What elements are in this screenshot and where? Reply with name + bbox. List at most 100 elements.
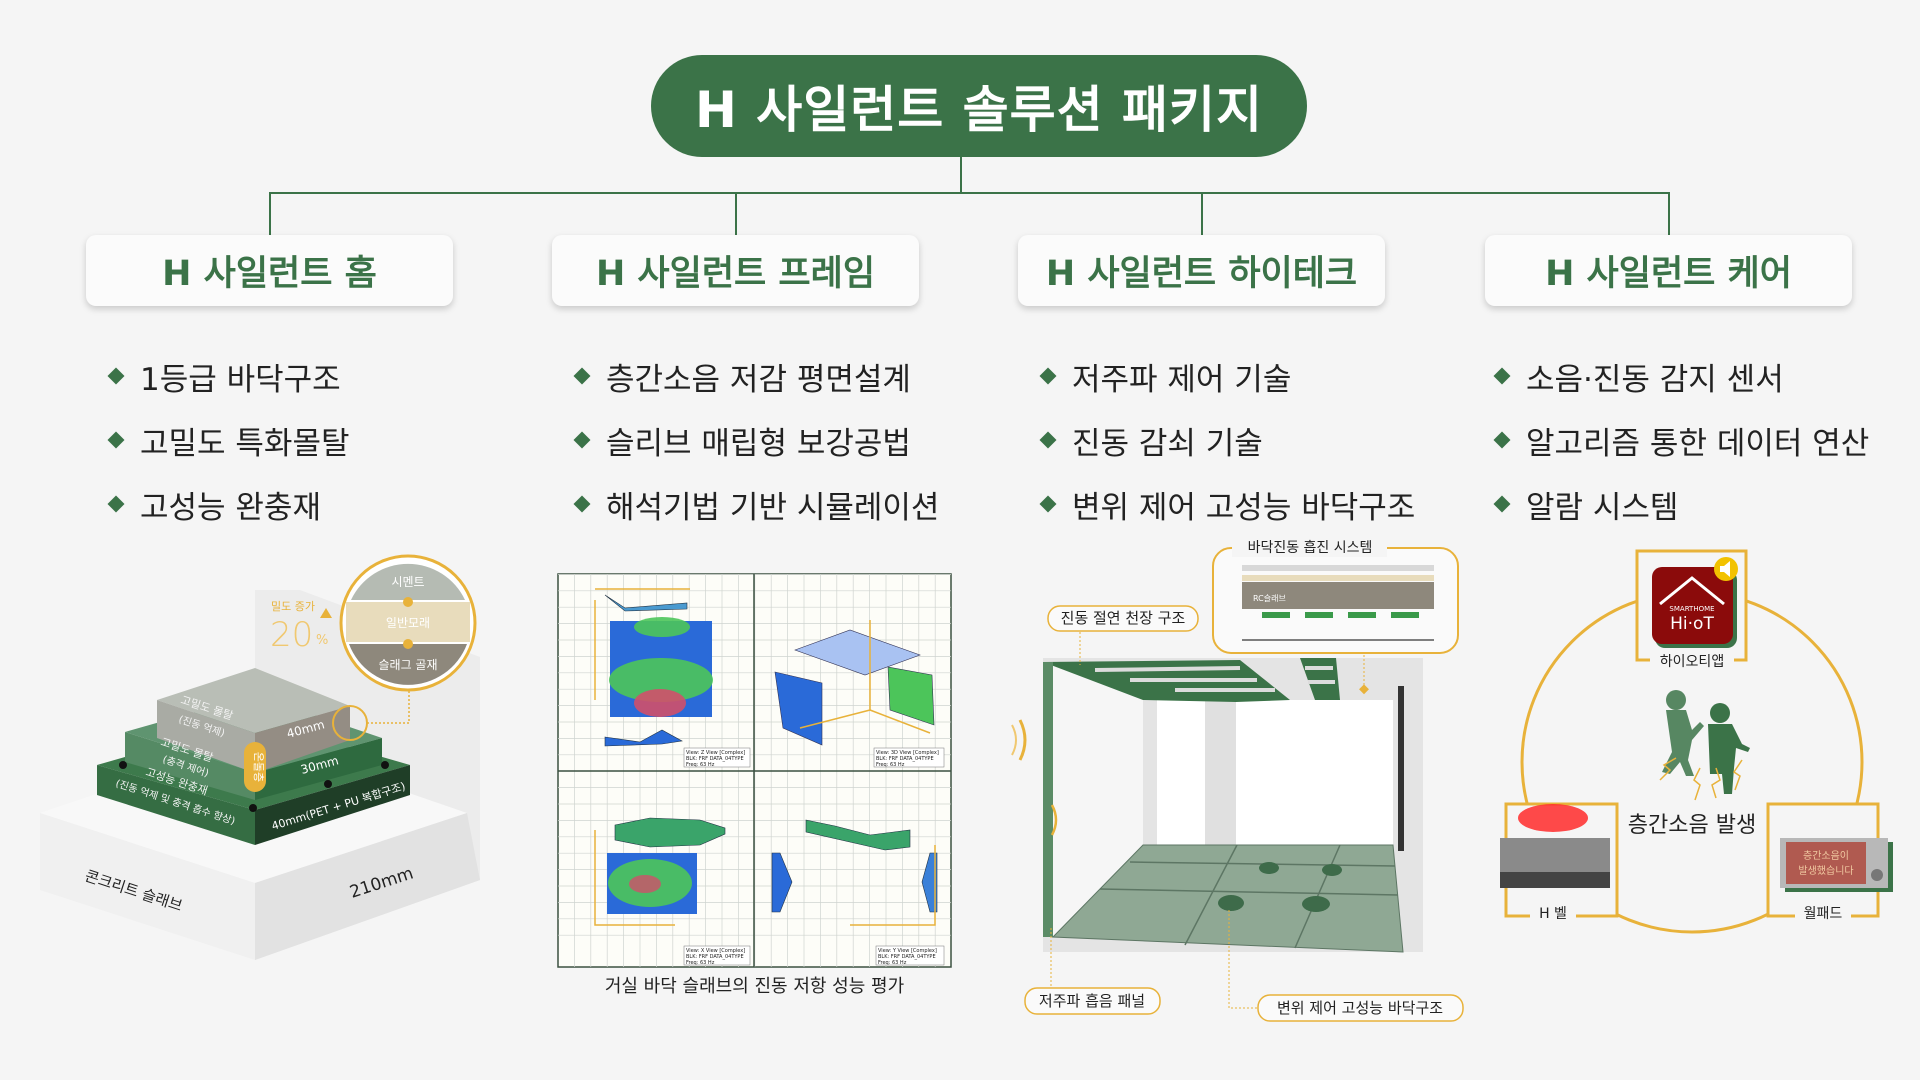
callout-marker [1359,684,1369,695]
panel-label-box [1024,987,1161,1015]
list-item: 변위 제어 고성능 바닥구조 [1038,472,1415,536]
item-text: 진동 감쇠 기술 [1072,425,1263,462]
floor-structure-illustration: 온돌층 고밀도 몰탈 (진동 억제) 고밀도 몰탈 (충격 제어) 고성능 완충… [40,554,480,960]
child-body [1662,710,1704,776]
mode-shape-profile [771,852,793,913]
zigzag [1659,757,1677,781]
ceiling-label: 진동 절연 천장 구조 [1061,609,1186,627]
floor-grid [1099,844,1399,949]
hitech-feature-list: 저주파 제어 기술 진동 감쇠 기술 변위 제어 고성능 바닥구조 [1038,344,1415,536]
floor-label: 변위 제어 고성능 바닥구조 [1277,999,1443,1017]
mortar1-left-face [157,700,255,773]
floor-line [1099,888,1399,896]
list-item: 고성능 완충재 [106,472,350,536]
frame-feature-list: 층간소음 저감 평면설계 슬리브 매립형 보강공법 해석기법 기반 시뮬레이션 [572,344,939,536]
mortar2-right-face [255,738,382,800]
mode-shape-profile [614,817,726,848]
noise-alarm-cycle: SMARTHOME Hi·oT 하이오티앱 층간소음 발생 H 벨 [1500,549,1893,934]
info-text: View: 3D View [Complex] [876,750,939,756]
category-care: H 사일런트 케어 [1485,235,1852,306]
list-item: 1등급 바닥구조 [106,344,350,408]
inset-rc-slab [1242,582,1434,609]
mode-shape-color [634,617,690,637]
mode-shape-color [629,875,661,893]
hiot-app-icon [1652,567,1733,644]
floor-line [1184,844,1238,946]
damper [1302,896,1330,912]
inset-isolator [1391,612,1419,618]
mortar1-top [157,668,350,733]
info-text: View: X View [Complex] [686,948,745,954]
simulation-caption: 거실 바닥 슬래브의 진동 저항 성능 평가 [604,976,905,997]
density-value: 20 [270,615,313,655]
density-label: 밀도 증가 [271,600,315,613]
ceiling-slats [1094,666,1335,692]
inset-isolator [1348,612,1376,618]
item-text: 알고리즘 통한 데이터 연산 [1526,425,1870,462]
child-head [1666,690,1686,710]
list-item: 진동 감쇠 기술 [1038,408,1415,472]
view-info-boxes: View: Z View [Complex] BLK: FRF DATA_04T… [683,747,945,966]
item-text: 소음·진동 감지 센서 [1526,361,1784,398]
item-text: 1등급 바닥구조 [140,361,341,398]
mix-sand: 일반모래 [386,616,430,630]
info-box [875,945,945,966]
mix-cement: 시멘트 [391,575,424,589]
list-item: 저주파 제어 기술 [1038,344,1415,408]
sound-wave-icon [1011,724,1017,756]
slab-right-face [255,813,480,960]
damper [1259,862,1279,874]
connector-branch [1201,192,1203,235]
axis-arrow [850,845,936,926]
speaker-glyph [1720,561,1730,577]
list-item: 알람 시스템 [1492,472,1869,536]
mode-shape-profile [604,729,683,747]
slat [1094,666,1241,672]
info-text: Freq: 63 Hz [686,960,715,966]
axis-arrow [869,709,931,734]
item-text: 변위 제어 고성능 바닥구조 [1072,489,1416,526]
app-brand-small: SMARTHOME [1669,605,1714,613]
item-text: 해석기법 기반 시뮬레이션 [606,489,940,526]
plus-icon [403,639,413,649]
info-text: Freq: 63 Hz [686,762,715,768]
info-text: BLK: FRF DATA_04TYPE [876,756,934,762]
sound-wave-icon [1050,804,1058,836]
house-icon [1659,576,1725,606]
inset-slab-label: RC슬래브 [1253,593,1286,603]
label-bg [1530,906,1576,922]
left-wall [1053,662,1143,937]
list-item: 고밀도 특화몰탈 [106,408,350,472]
back-opening [1157,700,1393,845]
alarm-light-icon [1518,804,1588,832]
connector-branch [735,192,737,235]
inset-layer [1242,575,1434,581]
room-vibration-illustration: 바닥진동 흡진 시스템 RC슬래브 진동 절연 천장 구조 저주파 흡음 패널 … [1011,540,1464,1022]
home-feature-list: 1등급 바닥구조 고밀도 특화몰탈 고성능 완충재 [106,344,350,536]
ceiling-label-box [1047,605,1199,632]
list-item: 층간소음 저감 평면설계 [572,344,939,408]
info-text: Freq: 63 Hz [878,960,907,966]
category-hitech: H 사일런트 하이테크 [1018,235,1385,306]
item-text: 알람 시스템 [1526,489,1679,526]
wallpad-message: 발생했습니다 [1798,864,1853,877]
connector-branch [1668,192,1670,235]
mortar1-right-face [255,706,350,773]
info-text: BLK: FRF DATA_04TYPE [878,954,936,960]
heating-layer-label: 온돌층 [252,752,265,782]
wallpad-label: 월패드 [1804,906,1843,922]
bolt-dot [381,761,389,769]
bell-label: H 벨 [1539,906,1567,922]
label-bg [1795,906,1851,922]
bolt-dot [249,804,257,812]
page-title: H 사일런트 솔루션 패키지 [651,55,1307,157]
app-brand: Hi·oT [1670,614,1714,634]
sand-band [346,602,470,642]
vibration-simulation-figure: View: Z View [Complex] BLK: FRF DATA_04T… [557,573,952,968]
category-frame: H 사일런트 프레임 [552,235,919,306]
item-text: 슬리브 매립형 보강공법 [606,425,911,462]
label-bg [1650,652,1734,668]
mode-shape-plate [774,671,823,746]
mode-shape-plate [887,666,935,726]
